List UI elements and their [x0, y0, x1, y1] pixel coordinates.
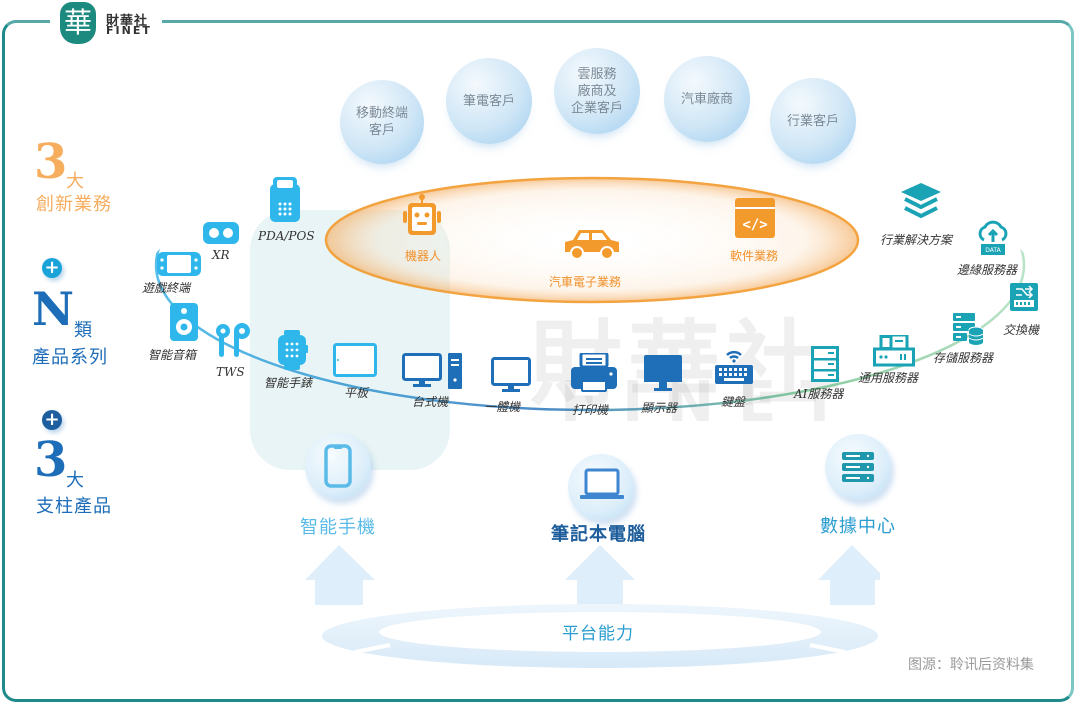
product-label-ai-server: AI服務器: [794, 387, 844, 401]
up-arrow-icon: [305, 545, 375, 605]
product-label-pos: PDA/POS: [258, 229, 315, 243]
ai-server-icon: [811, 346, 839, 382]
pillar-label-smartphone: 智能手機: [300, 517, 376, 538]
up-arrow-icon: [818, 545, 880, 605]
game-console-icon: [157, 252, 201, 276]
laptop-icon: [580, 468, 624, 499]
layers-icon: [901, 183, 941, 219]
innovation-number: 3: [34, 134, 68, 190]
up-arrow-icon: [565, 545, 635, 607]
product-label-xr: XR: [212, 248, 230, 262]
pillar-label-datacenter: 數據中心: [820, 516, 896, 537]
innovation-label-robot: 機器人: [405, 249, 442, 263]
products-unit: 類: [74, 320, 92, 341]
earbuds-icon: [216, 323, 250, 357]
customer-bubble: 行業客戶: [770, 78, 856, 164]
plus-icon: +: [42, 258, 62, 278]
products-letter: N: [32, 282, 75, 336]
customer-bubble: 汽車廠商: [664, 56, 750, 142]
innovation-label: 創新業務: [36, 194, 112, 215]
product-label-watch: 智能手錶: [264, 376, 313, 390]
platform-label: 平台能力: [562, 624, 634, 644]
desktop-icon: [402, 353, 462, 389]
product-label-monitor: 顯示器: [641, 401, 678, 415]
robot-icon: [403, 194, 441, 235]
pillar-circle-smartphone: [305, 433, 371, 499]
customer-bubble: 筆電客戶: [446, 58, 532, 144]
printer-icon: [571, 353, 617, 392]
general-server-icon: [873, 335, 915, 367]
product-label-keyboard: 鍵盤: [721, 395, 746, 409]
vr-headset-icon: [203, 222, 239, 244]
platform-ring: [322, 604, 878, 668]
pillars-unit: 大: [66, 470, 84, 491]
pillars-label: 支柱產品: [36, 496, 112, 517]
innovation-label-auto: 汽車電子業務: [549, 275, 622, 289]
smartwatch-icon: [278, 330, 308, 370]
source-note: 图源：聆讯后资料集: [908, 657, 1034, 673]
product-label-solutions: 行業解決方案: [880, 233, 953, 247]
product-label-aio: 一體機: [484, 400, 521, 414]
diagram-frame: [2, 20, 1074, 702]
code-window-icon: </>: [735, 198, 775, 238]
car-icon: [565, 230, 619, 260]
pillar-label-laptop: 筆記本電腦: [551, 524, 646, 545]
product-label-storage-server: 存儲服務器: [933, 351, 994, 365]
product-label-tws: TWS: [216, 365, 245, 379]
innovation-label-software: 軟件業務: [730, 249, 779, 263]
all-in-one-icon: [491, 357, 531, 392]
customer-bubble: 雲服務 廠商及 企業客戶: [554, 48, 640, 134]
product-label-desktop: 台式機: [412, 395, 449, 409]
innovation-unit: 大: [66, 171, 84, 192]
server-rack-icon: [842, 452, 874, 482]
logo-name-cn: 財華社: [106, 14, 149, 29]
customer-bubble: 移動終端 客戶: [340, 80, 424, 164]
plus-icon: +: [42, 410, 62, 430]
product-label-game: 遊戲終端: [142, 281, 191, 295]
product-label-general-server: 通用服務器: [858, 371, 919, 385]
keyboard-icon: [715, 350, 753, 384]
product-label-switch: 交換機: [1003, 323, 1040, 337]
product-label-speaker: 智能音箱: [148, 348, 197, 362]
speaker-icon: [170, 303, 198, 341]
svg-text:</>: </>: [742, 217, 767, 233]
finet-logo-mark: 華: [60, 2, 96, 44]
smartphone-icon: [324, 444, 352, 488]
edge-server-icon: DATA: [978, 220, 1008, 255]
tablet-icon: [333, 343, 377, 377]
upward-arrows: [305, 545, 880, 607]
product-label-tablet: 平板: [344, 386, 369, 400]
product-label-printer: 打印機: [572, 403, 609, 417]
logo-name-en: FINET: [106, 24, 152, 37]
monitor-icon: [644, 355, 682, 391]
pillars-number: 3: [34, 432, 68, 488]
storage-server-icon: [953, 313, 983, 345]
product-label-edge-server: 邊緣服務器: [957, 263, 1018, 277]
switch-icon: [1010, 283, 1038, 311]
products-label: 產品系列: [32, 347, 108, 368]
edge-data-tag: DATA: [985, 247, 1001, 254]
pos-terminal-icon: [270, 177, 300, 222]
